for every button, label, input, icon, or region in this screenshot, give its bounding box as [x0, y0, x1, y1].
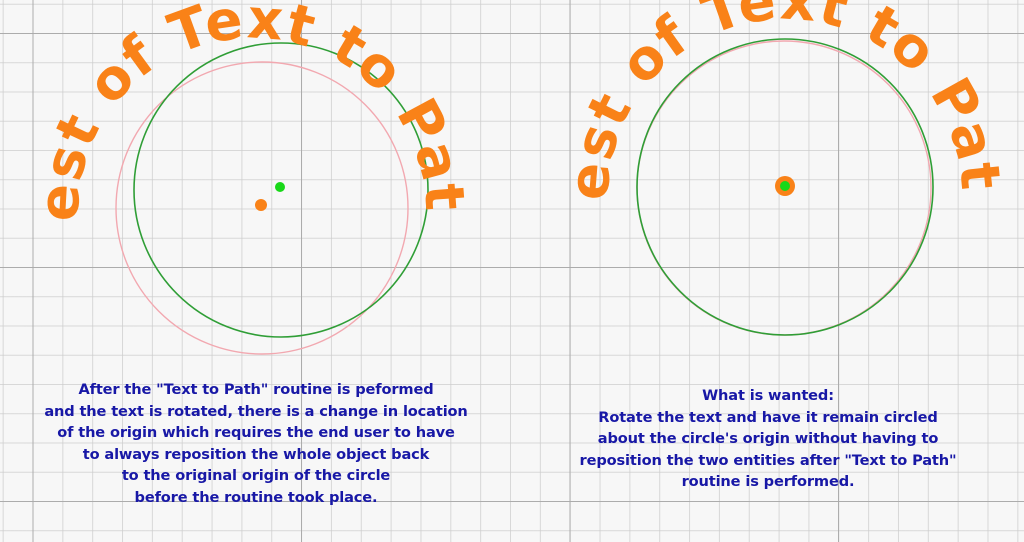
left-origin-dot-orange [255, 199, 267, 211]
left-panel-graphics: Test of Text to Path [0, 0, 477, 355]
left-pink-circle [115, 61, 409, 355]
left-origin-dot-green [275, 182, 285, 192]
right-panel-graphics: Test of Text to Path [0, 0, 1012, 336]
left-arc-text: Test of Text to Path [0, 0, 477, 223]
left-caption-text: After the "Text to Path" routine is pefo… [44, 381, 468, 506]
left-green-circle [133, 42, 429, 338]
right-green-circle [636, 38, 934, 336]
right-caption-text: What is wanted: Rotate the text and have… [579, 387, 957, 490]
right-origin-dot-green [780, 181, 790, 191]
